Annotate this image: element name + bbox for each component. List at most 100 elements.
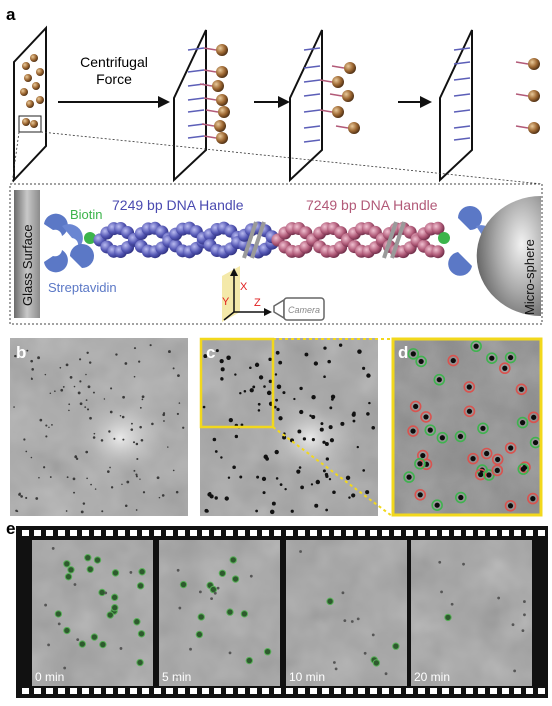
particle — [13, 406, 15, 408]
particle — [275, 477, 279, 480]
particle — [156, 476, 160, 480]
particle — [274, 373, 278, 376]
particle — [48, 426, 50, 429]
particle — [59, 366, 62, 369]
particle — [340, 421, 345, 426]
panel-label-e: e — [6, 519, 15, 538]
particle — [110, 387, 113, 390]
bead — [342, 90, 354, 102]
tethered-bead — [240, 610, 249, 618]
tethered-bead — [78, 640, 87, 648]
marker-detached — [447, 354, 460, 367]
particle — [204, 508, 209, 513]
particle — [126, 480, 130, 484]
dna-tether — [453, 93, 471, 97]
tethered-bead — [98, 588, 106, 597]
dna-tether — [187, 135, 205, 139]
bead — [26, 100, 34, 108]
particle — [49, 476, 52, 478]
particle — [37, 356, 41, 360]
particle — [109, 466, 111, 469]
break-mark-right — [382, 221, 406, 259]
marker-attached — [415, 355, 427, 368]
particle — [139, 425, 142, 429]
panel-label-b: b — [16, 343, 26, 362]
particle — [279, 483, 283, 486]
particle — [84, 406, 87, 409]
tethered-bead — [218, 569, 227, 577]
panel-c: c — [199, 337, 393, 517]
tethered-bead — [209, 585, 218, 594]
particle — [89, 416, 92, 420]
marker-detached — [527, 411, 540, 424]
zoom-panel-frame — [391, 337, 543, 517]
marker-detached — [504, 442, 517, 454]
bead — [36, 68, 44, 76]
particle — [266, 390, 272, 396]
particle — [304, 352, 309, 357]
particle — [130, 428, 134, 431]
marker-detached — [499, 362, 511, 375]
particle — [325, 508, 328, 512]
dna-handle-right — [271, 221, 445, 259]
bead — [332, 76, 344, 88]
particle — [44, 373, 47, 376]
bead — [212, 80, 224, 92]
zoom-region-box — [199, 337, 275, 429]
handle-right-label: 7249 bp DNA Handle — [306, 197, 438, 213]
particle — [322, 440, 326, 444]
glass-surface — [14, 190, 40, 318]
particle — [177, 374, 180, 378]
particle — [257, 402, 261, 406]
particle — [141, 398, 144, 401]
particle — [324, 442, 329, 446]
marker-detached — [474, 468, 487, 481]
tethered-bead — [110, 593, 119, 602]
marker-attached — [517, 463, 530, 475]
panel-b: b — [10, 338, 188, 516]
film-frame: 5 min — [159, 540, 280, 686]
particle — [135, 475, 138, 478]
particle — [323, 375, 326, 379]
particle — [51, 424, 53, 426]
particle — [103, 398, 106, 400]
bead — [216, 94, 228, 106]
particle — [239, 475, 243, 479]
particle — [329, 406, 333, 410]
particle — [149, 344, 152, 347]
particle — [310, 483, 314, 486]
particle — [276, 384, 282, 390]
particle — [73, 491, 76, 494]
particle — [320, 422, 324, 426]
particle — [74, 455, 77, 458]
particle — [314, 503, 319, 508]
marker-attached — [470, 340, 482, 353]
particle — [351, 412, 356, 417]
particle — [45, 435, 48, 438]
particle — [79, 358, 82, 361]
particle — [311, 438, 315, 442]
film-frame: 0 min — [32, 540, 153, 686]
bead — [36, 96, 44, 104]
bead — [24, 74, 32, 82]
bead — [348, 122, 360, 134]
particle — [300, 485, 304, 490]
particle — [268, 357, 272, 362]
particle — [69, 375, 73, 379]
particle — [139, 406, 142, 409]
coordinate-axes: X Y Z — [222, 266, 272, 322]
marker-detached — [527, 492, 539, 505]
particle — [366, 412, 370, 416]
marker-attached — [403, 471, 415, 483]
particle — [255, 509, 258, 513]
tethered-bead — [231, 575, 240, 583]
particle — [163, 420, 165, 422]
particle — [365, 490, 370, 495]
bead — [22, 62, 30, 70]
particle — [88, 361, 92, 364]
dna-tether — [187, 47, 205, 51]
bead — [528, 90, 540, 102]
tethers-plane-4 — [453, 47, 540, 141]
tethered-bead — [137, 630, 146, 638]
